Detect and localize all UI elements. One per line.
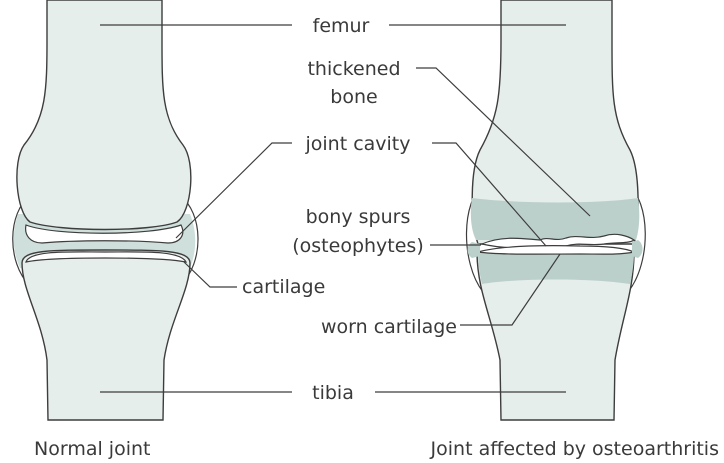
label-cartilage: cartilage [242,276,325,298]
affected-thickened-femur [471,198,640,240]
caption-affected-joint: Joint affected by osteoarthritis [430,438,719,460]
label-thickened-bone-line1: thickened [307,58,400,80]
affected-thickened-tibia [478,252,634,284]
affected-joint [466,0,645,420]
label-bony-spurs-line1: bony spurs [306,206,411,228]
caption-normal-joint: Normal joint [34,438,150,460]
label-femur: femur [313,15,370,37]
labels: femur thickened bone joint cavity bony s… [242,15,457,404]
normal-joint [13,0,198,420]
label-bony-spurs-line2: (osteophytes) [292,235,424,257]
normal-femur-bone [17,0,191,230]
label-joint-cavity: joint cavity [304,133,410,155]
captions: Normal joint Joint affected by osteoarth… [34,438,719,460]
normal-tibia-bone [22,250,190,420]
label-tibia: tibia [312,382,354,404]
label-thickened-bone-line2: bone [330,86,377,108]
label-worn-cartilage: worn cartilage [321,316,457,338]
